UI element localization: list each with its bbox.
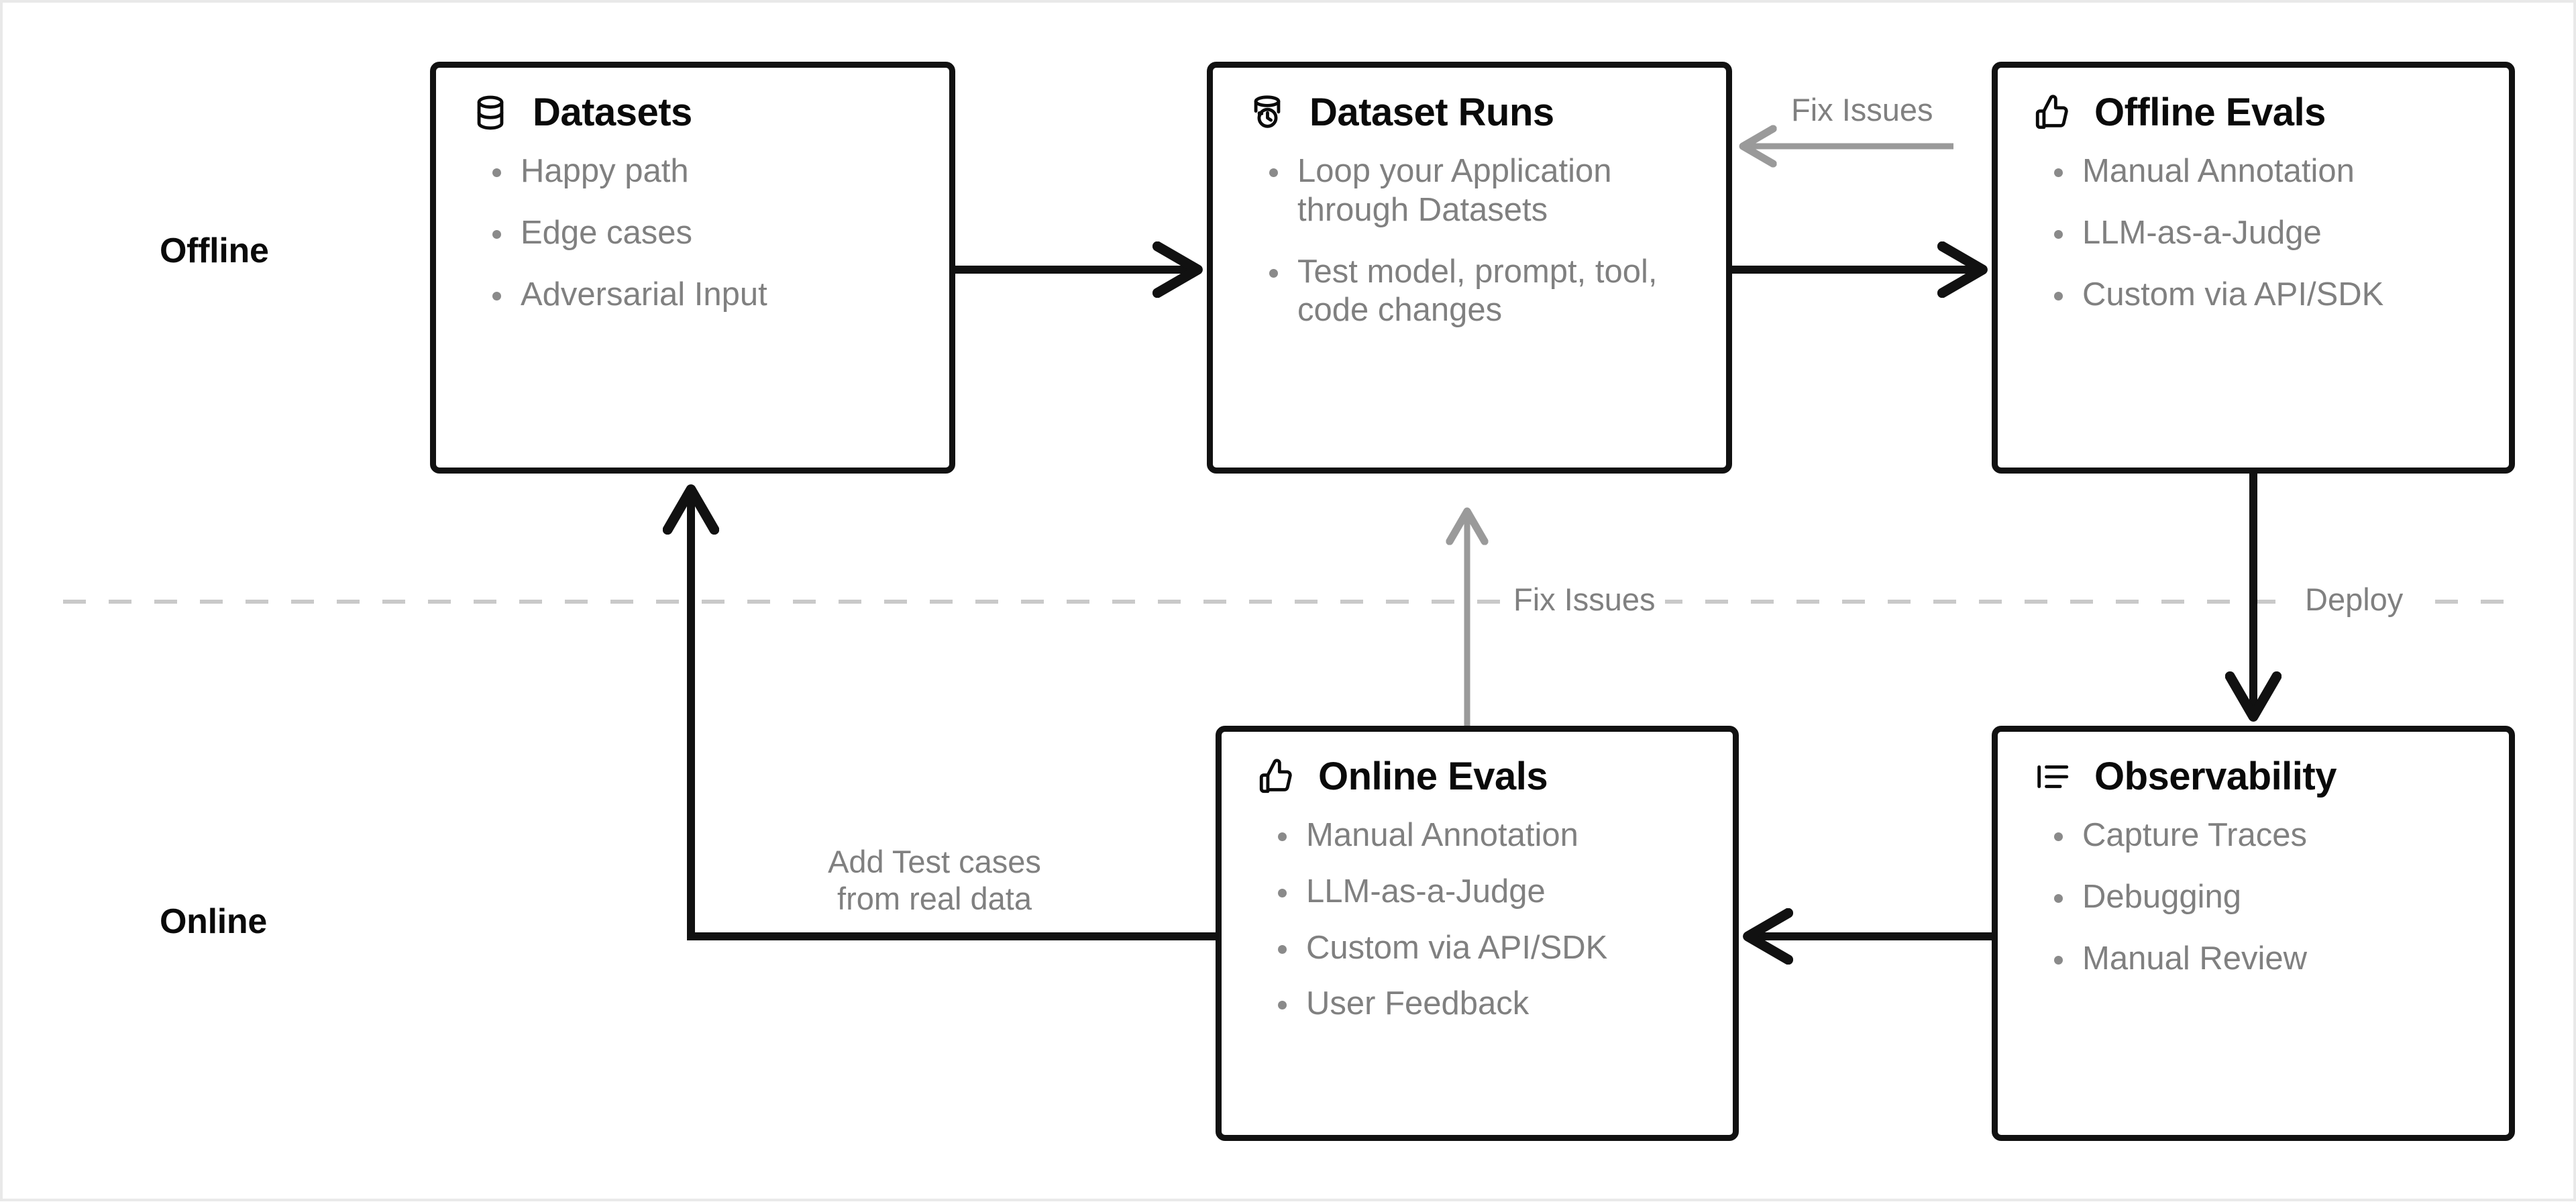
list-item: Custom via API/SDK: [1275, 929, 1693, 968]
list-item: Debugging: [2051, 878, 2469, 917]
node-observability-title: Observability: [2094, 755, 2337, 798]
edge-label-deploy: Deploy: [2296, 581, 2413, 618]
list-item: Test model, prompt, tool, code changes: [1267, 253, 1666, 331]
list-item: Loop your Application through Datasets: [1267, 152, 1666, 230]
list-item: Capture Traces: [2051, 816, 2469, 855]
node-observability-bullets: Capture Traces Debugging Manual Review: [1998, 796, 2509, 978]
node-online-evals-header: Online Evals: [1222, 732, 1733, 796]
database-refresh-icon: [1248, 93, 1287, 132]
node-dataset-runs-title: Dataset Runs: [1309, 91, 1554, 134]
edge-label-fix-issues-offline: Fix Issues: [1782, 91, 1943, 129]
node-datasets-bullets: Happy path Edge cases Adversarial Input: [436, 132, 949, 314]
edge-label-fix-issues-online: Fix Issues: [1504, 581, 1665, 618]
node-observability[interactable]: Observability Capture Traces Debugging M…: [1992, 726, 2515, 1141]
node-datasets-header: Datasets: [436, 68, 949, 132]
connector-layer: [63, 3, 2518, 1204]
edge-online-evals-to-datasets: [691, 491, 1216, 940]
thumbs-up-icon: [1256, 757, 1295, 796]
node-dataset-runs[interactable]: Dataset Runs Loop your Application throu…: [1207, 62, 1732, 474]
node-dataset-runs-bullets: Loop your Application through Datasets T…: [1213, 132, 1726, 330]
list-item: LLM-as-a-Judge: [2051, 214, 2469, 253]
list-item: User Feedback: [1275, 985, 1693, 1024]
list-tree-icon: [2033, 757, 2072, 796]
lane-label-offline: Offline: [160, 231, 269, 270]
node-offline-evals-bullets: Manual Annotation LLM-as-a-Judge Custom …: [1998, 132, 2509, 314]
node-offline-evals[interactable]: Offline Evals Manual Annotation LLM-as-a…: [1992, 62, 2515, 474]
node-online-evals-bullets: Manual Annotation LLM-as-a-Judge Custom …: [1222, 796, 1733, 1024]
node-datasets-title: Datasets: [533, 91, 692, 134]
node-online-evals-title: Online Evals: [1318, 755, 1548, 798]
list-item: Adversarial Input: [490, 276, 909, 315]
thumbs-up-icon: [2033, 93, 2072, 132]
list-item: Manual Annotation: [1275, 816, 1693, 855]
lane-label-online: Online: [160, 902, 267, 941]
node-offline-evals-header: Offline Evals: [1998, 68, 2509, 132]
node-datasets[interactable]: Datasets Happy path Edge cases Adversari…: [430, 62, 955, 474]
node-offline-evals-title: Offline Evals: [2094, 91, 2326, 134]
list-item: Happy path: [490, 152, 909, 191]
list-item: LLM-as-a-Judge: [1275, 873, 1693, 912]
list-item: Custom via API/SDK: [2051, 276, 2469, 315]
node-dataset-runs-header: Dataset Runs: [1213, 68, 1726, 132]
list-item: Edge cases: [490, 214, 909, 253]
list-item: Manual Annotation: [2051, 152, 2469, 191]
database-icon: [471, 93, 510, 132]
edge-label-add-test-cases: Add Test cases from real data: [828, 844, 1041, 917]
node-online-evals[interactable]: Online Evals Manual Annotation LLM-as-a-…: [1216, 726, 1739, 1141]
node-observability-header: Observability: [1998, 732, 2509, 796]
list-item: Manual Review: [2051, 940, 2469, 979]
